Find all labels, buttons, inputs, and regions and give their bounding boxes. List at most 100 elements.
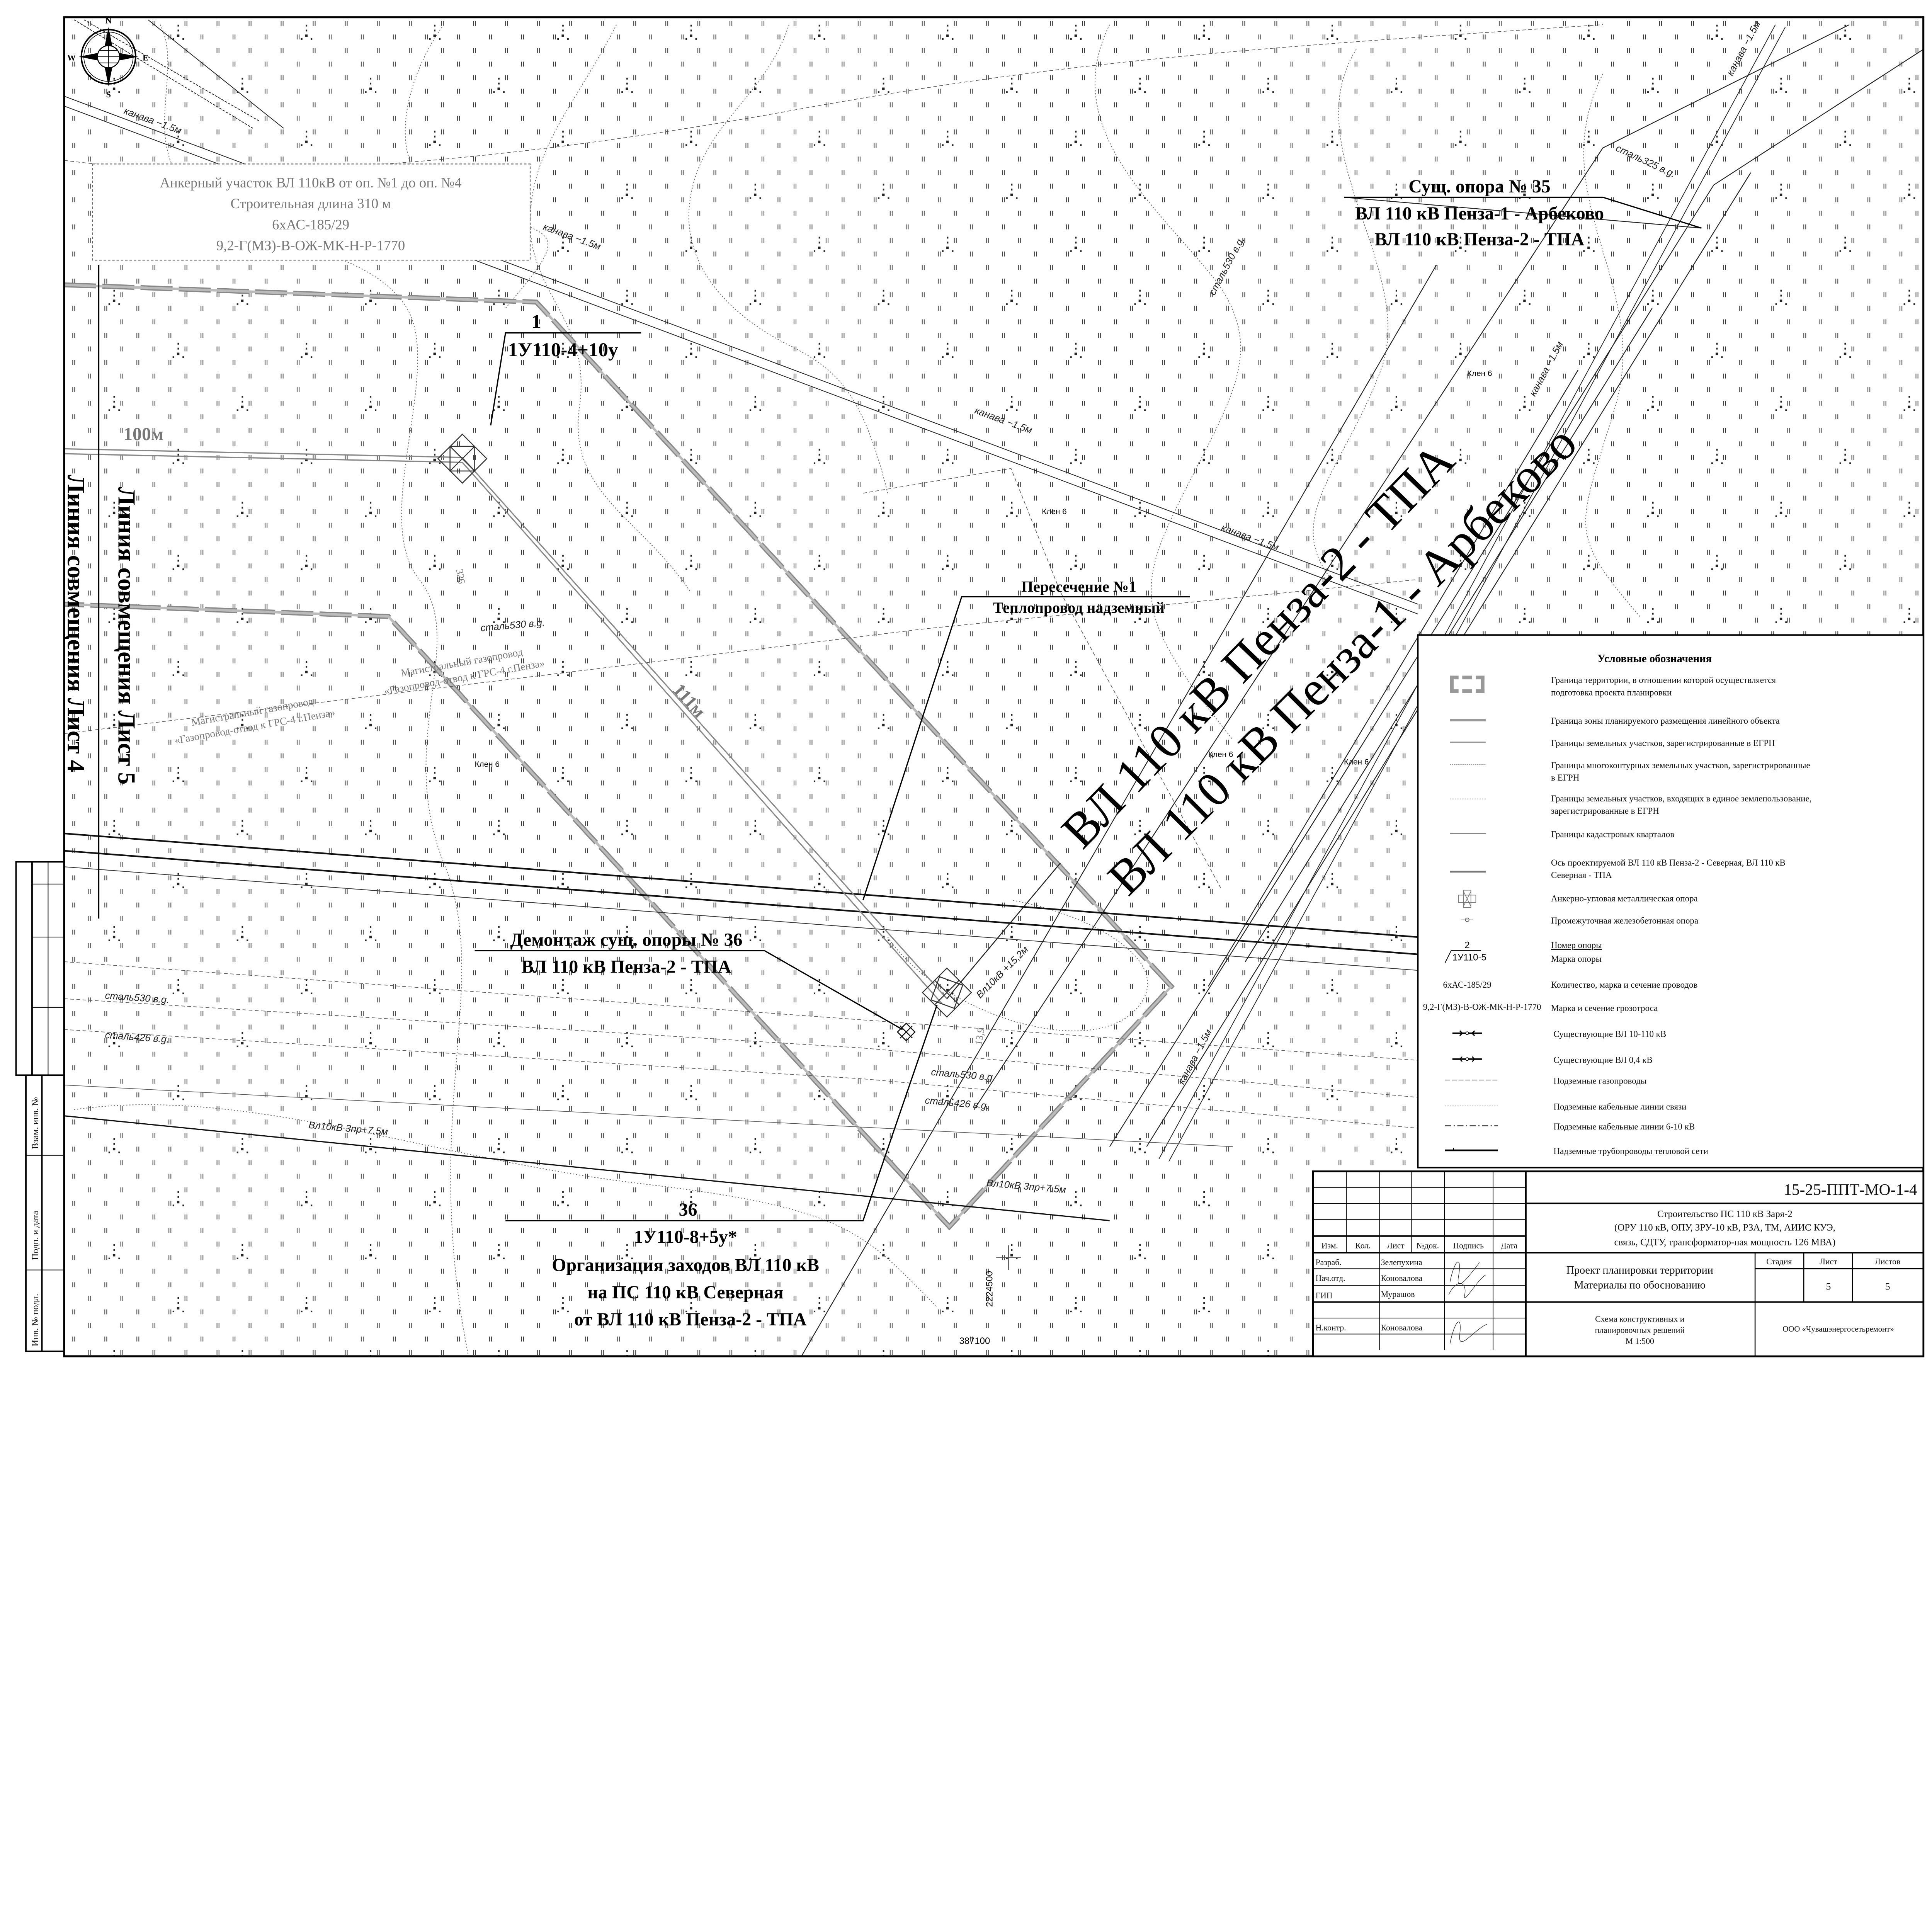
svg-text:Строительная длина 310 м: Строительная длина 310 м xyxy=(230,196,391,211)
svg-text:6хАС-185/29: 6хАС-185/29 xyxy=(272,216,349,232)
svg-text:Анкерный участок ВЛ 110кВ от о: Анкерный участок ВЛ 110кВ от оп. №1 до о… xyxy=(160,175,462,191)
svg-text:Границы земельных участков, вх: Границы земельных участков, входящих в е… xyxy=(1551,794,1811,803)
svg-text:1У110-4+10у: 1У110-4+10у xyxy=(508,339,618,361)
project-title: Строительство ПС 110 кВ Заря-2 xyxy=(1657,1209,1793,1219)
svg-text:Марка и сечение грозотроса: Марка и сечение грозотроса xyxy=(1551,1003,1658,1013)
svg-text:Подземные кабельные линии связ: Подземные кабельные линии связи xyxy=(1553,1102,1686,1112)
existing-vl-10-110-icon xyxy=(1452,1030,1482,1036)
existing-vl-04-icon xyxy=(1452,1056,1482,1062)
svg-text:Стадия: Стадия xyxy=(1766,1257,1792,1266)
svg-text:Зелепухина: Зелепухина xyxy=(1381,1258,1422,1267)
svg-text:Мурашов: Мурашов xyxy=(1381,1290,1415,1299)
stamp-replace-inv: Взам. инв. № xyxy=(31,1097,41,1149)
compass-rose-icon: N S W E xyxy=(67,16,148,99)
intermediate-pole-icon xyxy=(1461,917,1474,922)
title-block xyxy=(1312,1170,1924,1357)
svg-text:Существующие ВЛ 0,4 кВ: Существующие ВЛ 0,4 кВ xyxy=(1553,1055,1652,1065)
drawing-sheet: N S W E канава −1.5м канава −1.5м канава… xyxy=(15,16,1925,1357)
svg-text:9,2-Г(МЗ)-В-ОЖ-МК-Н-Р-1770: 9,2-Г(МЗ)-В-ОЖ-МК-Н-Р-1770 xyxy=(216,238,405,253)
svg-text:планировочных решений: планировочных решений xyxy=(1595,1325,1685,1335)
match-line-sheet-5: Линия совмещения Лист 5 xyxy=(113,487,140,784)
sheet-number: 5 xyxy=(1826,1281,1831,1292)
company-name: ООО «Чувашэнергосетьремонт» xyxy=(1782,1325,1894,1334)
svg-text:№док.: №док. xyxy=(1417,1241,1439,1250)
svg-text:Границы земельных участков, за: Границы земельных участков, зарегистриро… xyxy=(1551,738,1775,748)
svg-text:зарегистрированные в ЕГРН: зарегистрированные в ЕГРН xyxy=(1551,806,1659,816)
svg-text:1: 1 xyxy=(531,311,541,333)
svg-text:Подземные кабельные линии 6-10: Подземные кабельные линии 6-10 кВ xyxy=(1553,1122,1695,1131)
drawing-title: Схема конструктивных и xyxy=(1595,1315,1685,1324)
tree-label: Клен 6 xyxy=(1344,757,1369,766)
svg-text:Материалы по обоснованию: Материалы по обоснованию xyxy=(1574,1279,1706,1291)
svg-text:Демонтаж сущ. опоры № 36: Демонтаж сущ. опоры № 36 xyxy=(510,929,742,950)
tree-label: Клен 6 xyxy=(474,760,499,769)
svg-text:(ОРУ 110 кВ, ОПУ, ЗРУ-10 кВ, Р: (ОРУ 110 кВ, ОПУ, ЗРУ-10 кВ, РЗА, ТМ, АИ… xyxy=(1614,1222,1835,1233)
overground-heat-icon xyxy=(1445,1148,1498,1152)
svg-text:от ВЛ 110 кВ Пенза-2 - ТПА: от ВЛ 110 кВ Пенза-2 - ТПА xyxy=(574,1309,807,1330)
support-number-icon: 2 1У110-5 xyxy=(1444,940,1486,963)
svg-text:Существующие ВЛ 10-110 кВ: Существующие ВЛ 10-110 кВ xyxy=(1553,1029,1666,1039)
anchor-tower-icon xyxy=(1458,890,1476,908)
stamp-inv-orig: Инв. № подл. xyxy=(31,1294,41,1346)
svg-text:Н.контр.: Н.контр. xyxy=(1316,1323,1346,1332)
match-line-sheet-4: Линия совмещения Лист 4 xyxy=(63,475,90,772)
svg-text:36: 36 xyxy=(679,1199,697,1220)
svg-text:Ось проектируемой ВЛ 110 кВ Пе: Ось проектируемой ВЛ 110 кВ Пенза-2 - Се… xyxy=(1551,858,1786,867)
svg-text:Лист: Лист xyxy=(1387,1241,1405,1250)
compass-w: W xyxy=(67,53,76,62)
svg-text:М 1:500: М 1:500 xyxy=(1626,1337,1654,1346)
svg-text:Коновалова: Коновалова xyxy=(1381,1274,1423,1283)
sheets-total: 5 xyxy=(1885,1281,1890,1292)
svg-text:Граница зоны планируемого разм: Граница зоны планируемого размещения лин… xyxy=(1551,716,1780,726)
tree-label: Клен 6 xyxy=(1208,750,1233,759)
territory-boundary-icon xyxy=(1450,675,1485,693)
compass-s: S xyxy=(106,90,111,99)
svg-text:Марка опоры: Марка опоры xyxy=(1551,954,1602,964)
svg-text:ВЛ 110 кВ Пенза-2 - ТПА: ВЛ 110 кВ Пенза-2 - ТПА xyxy=(521,957,731,977)
svg-text:Границы многоконтурных земельн: Границы многоконтурных земельных участко… xyxy=(1551,760,1810,770)
svg-text:подготовка проекта планировки: подготовка проекта планировки xyxy=(1551,688,1672,697)
svg-text:1У110-8+5у*: 1У110-8+5у* xyxy=(634,1226,737,1247)
support-1-label: 1 1У110-4+10у xyxy=(490,311,641,426)
svg-text:Анкерно-угловая металлическая: Анкерно-угловая металлическая опора xyxy=(1551,893,1698,903)
svg-text:ВЛ 110 кВ Пенза-2 - ТПА: ВЛ 110 кВ Пенза-2 - ТПА xyxy=(1374,229,1584,250)
svg-text:Нач.отд.: Нач.отд. xyxy=(1316,1274,1345,1283)
gas-pipelines xyxy=(64,579,1418,1129)
svg-text:в ЕГРН: в ЕГРН xyxy=(1551,773,1579,782)
doc-code: 15-25-ППТ-МО-1-4 xyxy=(1784,1180,1917,1198)
svg-text:Промежуточная железобетонная о: Промежуточная железобетонная опора xyxy=(1551,916,1698,925)
svg-text:Подземные газопроводы: Подземные газопроводы xyxy=(1553,1076,1646,1086)
span-length-label: 100м xyxy=(123,424,163,444)
stamp-sign-date: Подп. и дата xyxy=(31,1211,41,1260)
svg-text:на ПС 110 кВ Северная: на ПС 110 кВ Северная xyxy=(587,1282,783,1303)
svg-text:Северная - ТПА: Северная - ТПА xyxy=(1551,870,1612,880)
svg-text:Изм.: Изм. xyxy=(1321,1241,1338,1250)
svg-text:Границы кадастровых кварталов: Границы кадастровых кварталов xyxy=(1551,830,1674,839)
anchor-tower-36-icon xyxy=(922,967,972,1018)
svg-text:Кол.: Кол. xyxy=(1355,1241,1371,1250)
svg-text:ВЛ 110 кВ Пенза-1 - Арбеково: ВЛ 110 кВ Пенза-1 - Арбеково xyxy=(1355,203,1604,224)
svg-text:Разраб.: Разраб. xyxy=(1316,1258,1342,1267)
svg-text:Коновалова: Коновалова xyxy=(1381,1323,1423,1332)
svg-text:Номер опоры: Номер опоры xyxy=(1551,941,1602,950)
svg-text:Надземные трубопроводы теплово: Надземные трубопроводы тепловой сети xyxy=(1553,1146,1708,1156)
svg-text:Сущ. опора № 35: Сущ. опора № 35 xyxy=(1408,176,1551,197)
crossing-label: Пересечение №1 Теплопровод надземный xyxy=(862,578,1190,900)
coord-y-label: 387100 xyxy=(959,1336,990,1346)
legend: Условные обозначения Граница территории,… xyxy=(1417,634,1924,1169)
projected-axis xyxy=(64,448,1061,1004)
svg-text:Подпись: Подпись xyxy=(1453,1241,1484,1250)
heating-pipeline xyxy=(64,832,1418,971)
side-stamp: Взам. инв. № Подп. и дата Инв. № подл. xyxy=(15,861,65,1352)
tree-label: Клен 6 xyxy=(1467,369,1492,378)
svg-text:Организация заходов ВЛ 110 кВ: Организация заходов ВЛ 110 кВ xyxy=(552,1255,819,1276)
svg-text:2: 2 xyxy=(1464,940,1469,951)
coord-x-label: 2224500 xyxy=(985,1271,995,1307)
svg-text:Количество, марка и сечение пр: Количество, марка и сечение проводов xyxy=(1551,980,1697,990)
existing-support-35-label: Сущ. опора № 35 ВЛ 110 кВ Пенза-1 - Арбе… xyxy=(1344,176,1702,250)
compass-e: E xyxy=(143,53,148,62)
anchor-tower-1-icon xyxy=(437,433,488,484)
compass-n: N xyxy=(105,16,112,26)
svg-text:Лист: Лист xyxy=(1820,1257,1837,1266)
title-block-text: 15-25-ППТ-МО-1-4 Строительство ПС 110 кВ… xyxy=(1316,1180,1917,1346)
